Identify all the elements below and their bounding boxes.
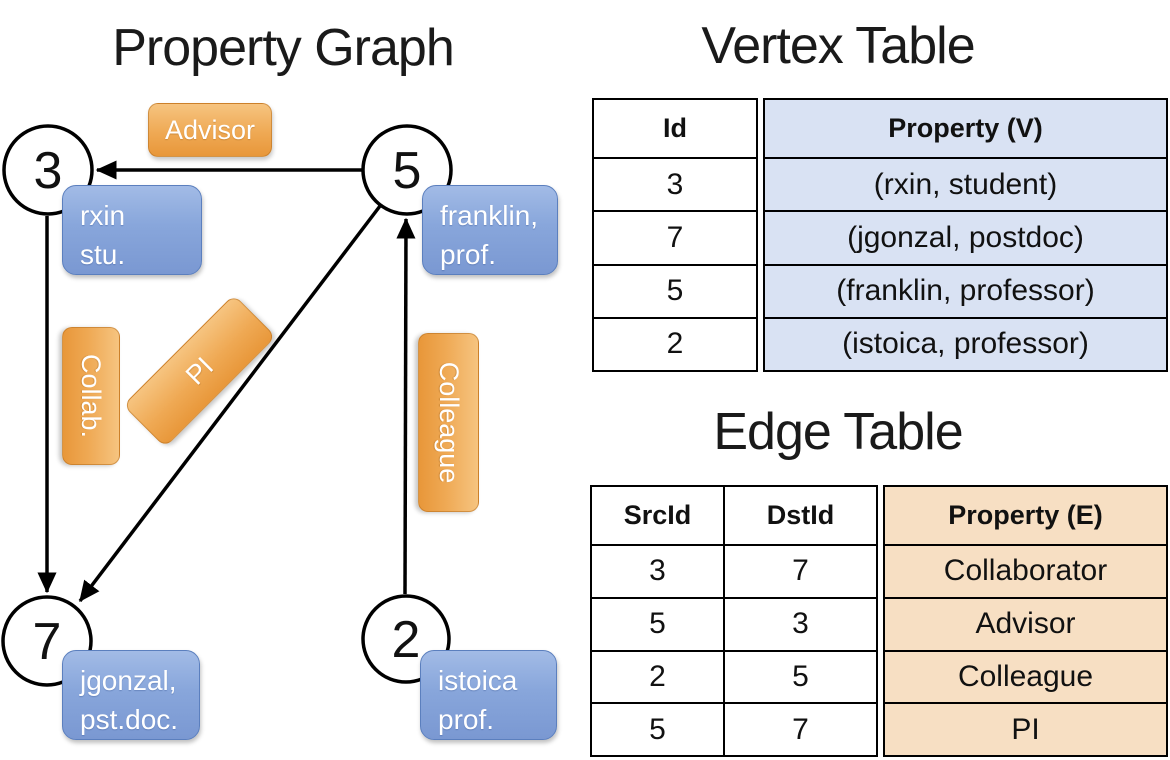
- table-row: 2: [594, 319, 756, 370]
- table-row: Advisor: [885, 598, 1166, 652]
- table-row: 5: [594, 266, 756, 319]
- edge-table-srcid-header: SrcId: [592, 487, 725, 544]
- table-row: 3: [594, 159, 756, 213]
- vertex-id-cell: 7: [666, 220, 684, 254]
- vertex-table-property-column: Property (V) (rxin, student) (jgonzal, p…: [763, 98, 1168, 372]
- table-row: Collaborator: [885, 546, 1166, 599]
- vertex-property-cell: (franklin, professor): [836, 274, 1095, 308]
- edge-pi-arrow: [78, 204, 382, 603]
- vertex-property-cell: (rxin, student): [873, 167, 1058, 201]
- edge-label-collab: Collab.: [62, 327, 120, 465]
- edge-colleague-arrow: [396, 217, 416, 595]
- table-row: 7: [594, 212, 756, 266]
- edge-property-cell: PI: [1011, 712, 1040, 746]
- vertex-3-label-line1: rxin: [80, 200, 126, 231]
- vertex-table-id-column: Id 3 7 5 2: [592, 98, 758, 372]
- edge-table-dstid-header: DstId: [766, 500, 835, 530]
- vertex-2-label: istoica prof.: [420, 650, 557, 740]
- edge-srcid-cell: 3: [592, 546, 725, 597]
- vertex-id-cell: 3: [666, 167, 684, 201]
- vertex-table-title: Vertex Table: [701, 17, 975, 75]
- table-row: 3 7: [592, 546, 876, 599]
- table-row: 5 7: [592, 704, 876, 755]
- edge-property-cell: Advisor: [975, 607, 1076, 641]
- vertex-7-label-line2: pst.doc.: [80, 703, 179, 735]
- edge-table-title: Edge Table: [713, 403, 963, 461]
- edge-srcid-cell: 5: [592, 704, 725, 755]
- vertex-property-cell: (istoica, professor): [842, 327, 1089, 361]
- vertex-table-id-header: Id: [663, 113, 687, 143]
- vertex-2-id: 2: [392, 611, 421, 669]
- vertex-id-cell: 5: [666, 274, 684, 308]
- vertex-5-id: 5: [393, 142, 422, 200]
- vertex-property-cell: (jgonzal, postdoc): [847, 220, 1084, 254]
- vertex-2-label-line2: prof.: [438, 703, 495, 735]
- edge-dstid-cell: 5: [792, 659, 809, 693]
- edge-property-cell: Colleague: [957, 659, 1094, 693]
- vertex-7-label-line1: jgonzal,: [80, 665, 177, 696]
- table-row: (franklin, professor): [765, 265, 1166, 319]
- edge-dstid-cell: 7: [792, 554, 809, 588]
- table-row: 5 3: [592, 598, 876, 652]
- vertex-7-label: jgonzal, pst.doc.: [62, 650, 200, 740]
- vertex-3-id: 3: [34, 142, 63, 200]
- vertex-5-label-line1: franklin,: [440, 200, 539, 231]
- vertex-table-property-header: Property (V): [888, 113, 1043, 143]
- edge-label-advisor: Advisor: [148, 103, 272, 157]
- edge-table-id-columns: SrcId DstId 3 7 5 3 2 5 5 7: [590, 485, 878, 757]
- property-graph-title: Property Graph: [112, 19, 455, 77]
- edge-dstid-cell: 3: [792, 607, 809, 641]
- vertex-id-cell: 2: [666, 327, 684, 361]
- edge-label-colleague: Colleague: [418, 333, 479, 512]
- vertex-5-label-line2: prof.: [440, 238, 497, 270]
- vertex-3-label-line2: stu.: [80, 238, 126, 270]
- edge-srcid-cell: 2: [592, 651, 725, 703]
- vertex-5-label: franklin, prof.: [422, 185, 558, 275]
- edge-table-property-column: Property (E) Collaborator Advisor Collea…: [883, 485, 1168, 757]
- edge-table-property-header: Property (E): [948, 500, 1103, 530]
- vertex-2-label-line1: istoica: [438, 665, 518, 696]
- table-row: (istoica, professor): [765, 318, 1166, 370]
- edge-srcid-cell: 5: [592, 598, 725, 650]
- edge-property-cell: Collaborator: [943, 554, 1108, 588]
- table-row: 2 5: [592, 651, 876, 705]
- table-row: PI: [885, 704, 1166, 755]
- edge-dstid-cell: 7: [792, 712, 809, 746]
- table-row: Colleague: [885, 651, 1166, 705]
- vertex-3-label: rxin stu.: [62, 185, 202, 275]
- vertex-7-id: 7: [33, 613, 62, 671]
- table-row: (jgonzal, postdoc): [765, 212, 1166, 266]
- table-row: (rxin, student): [765, 159, 1166, 213]
